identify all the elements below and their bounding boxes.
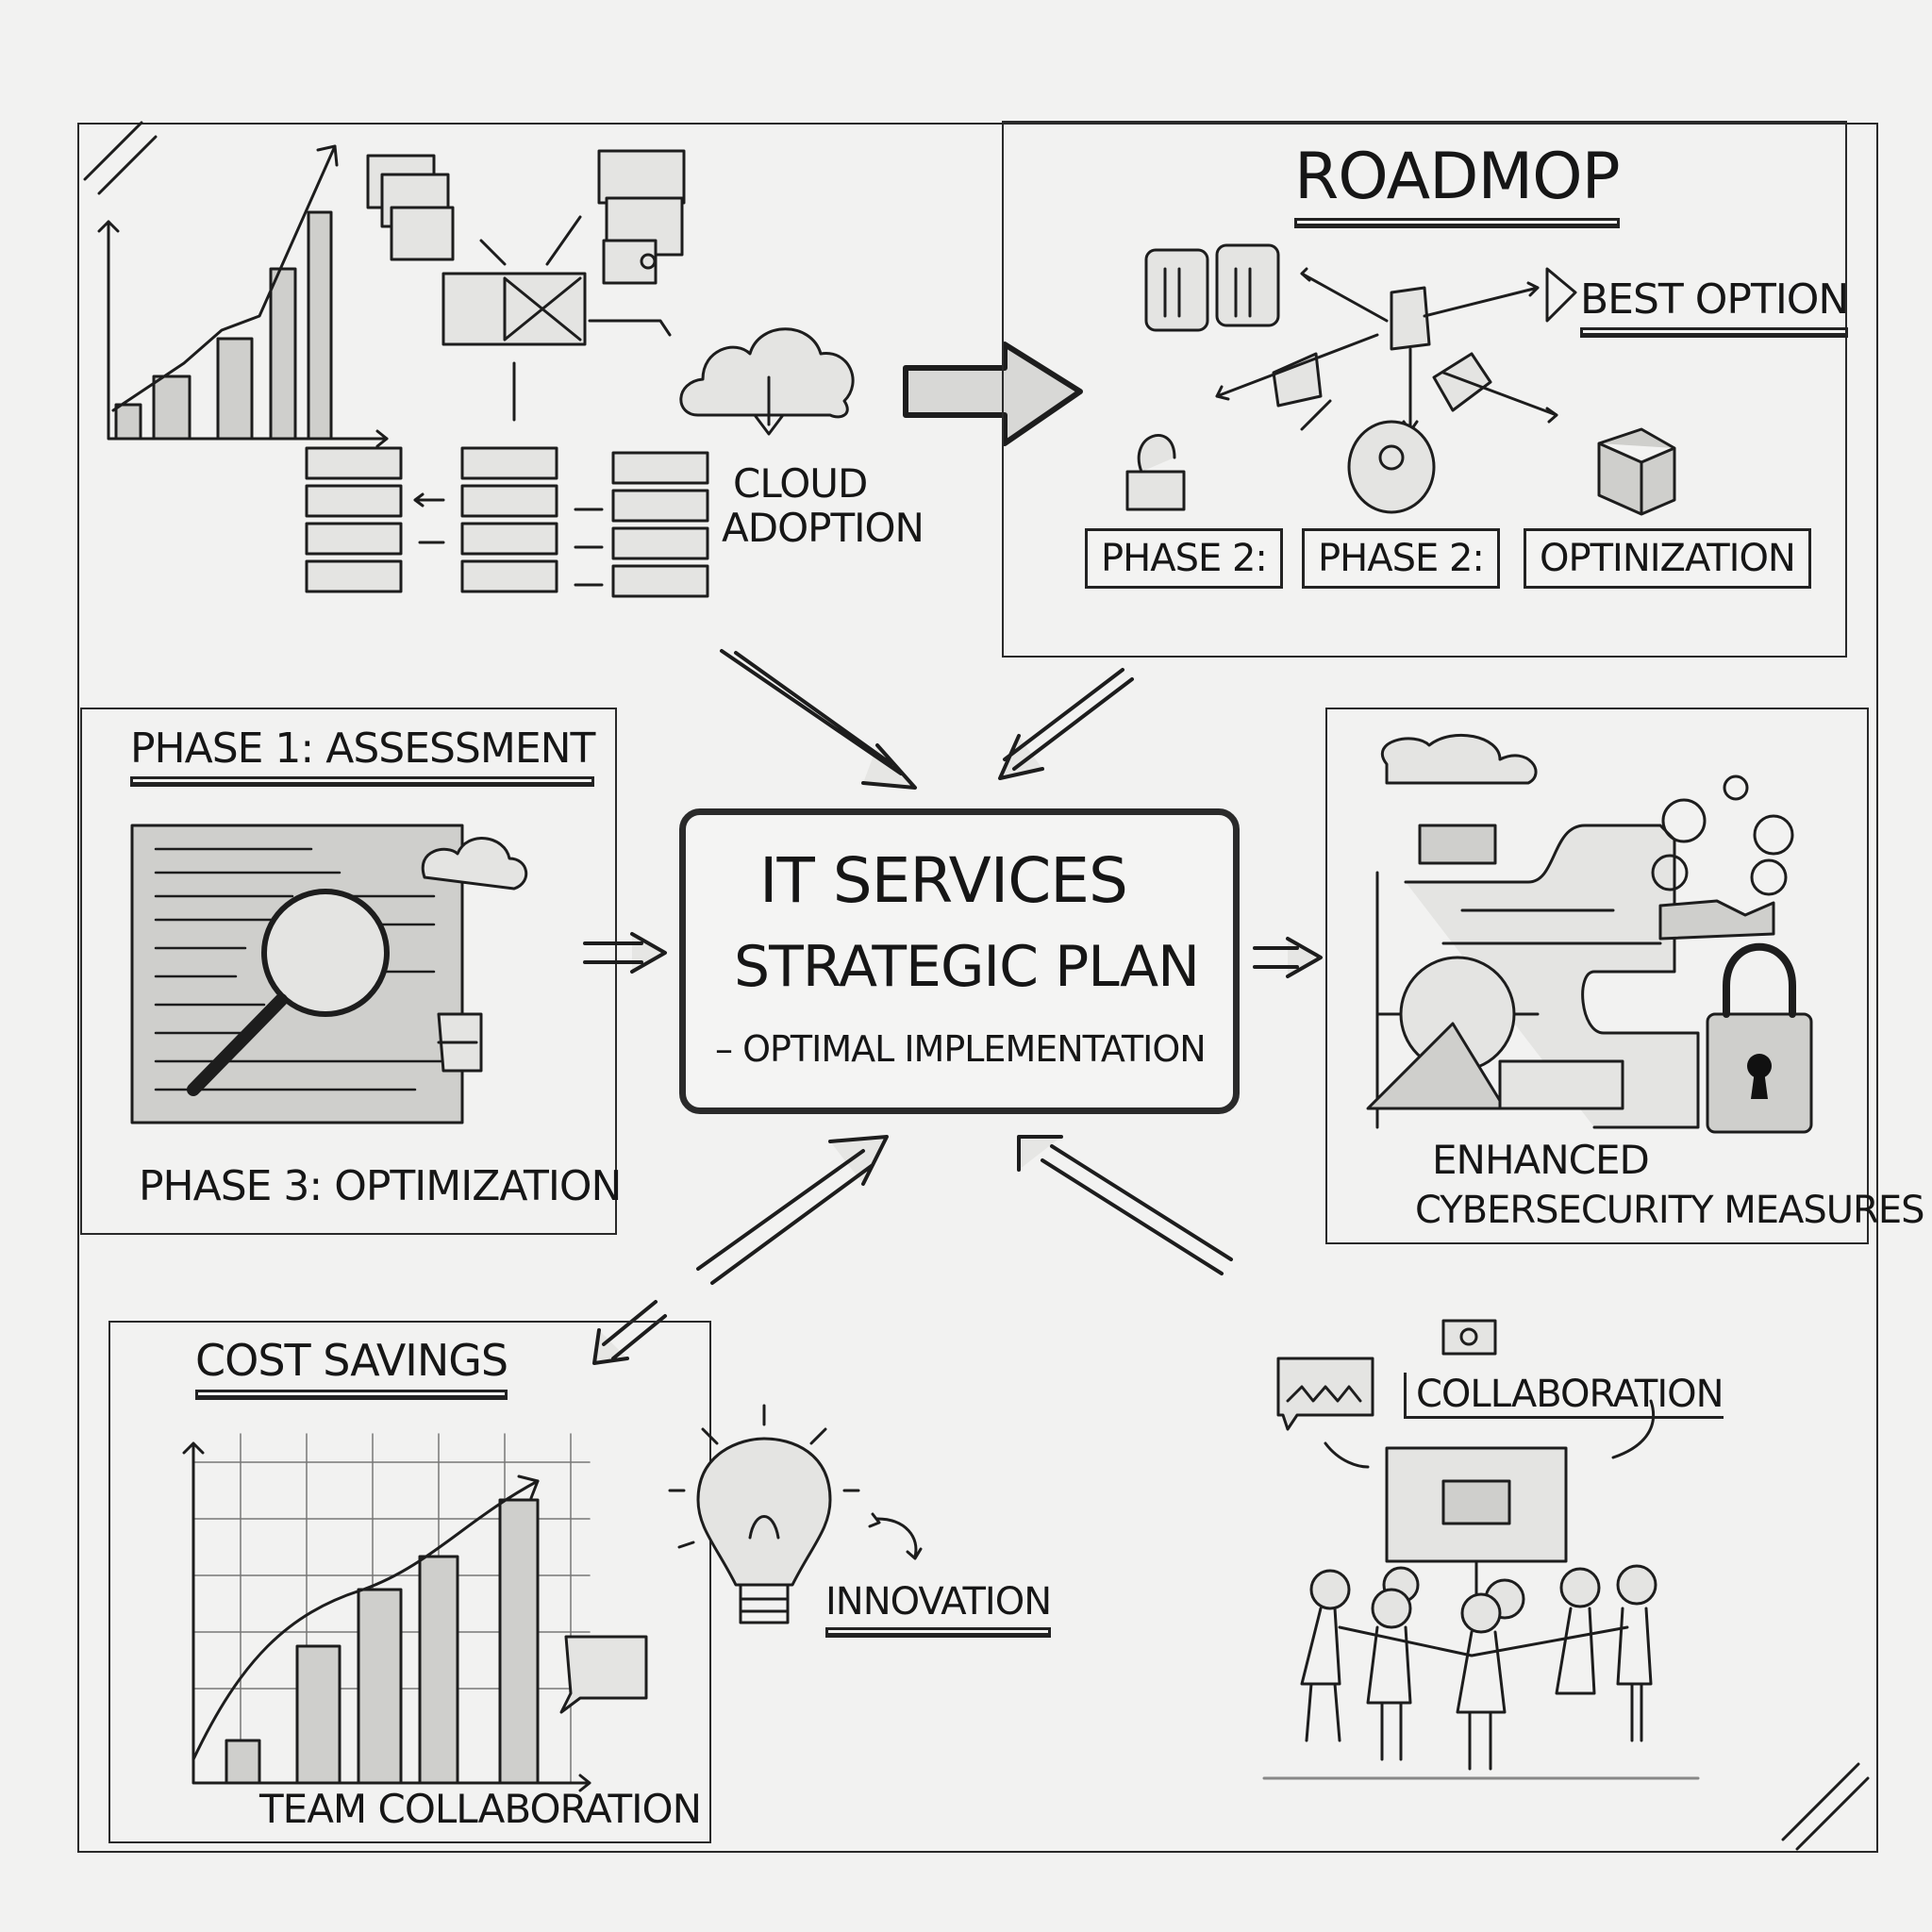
- innovation-label: Innovation: [825, 1580, 1052, 1630]
- cost-savings-chart-icon: [182, 1433, 648, 1792]
- center-plan-box: [679, 808, 1240, 1114]
- center-title-line1: IT Services: [759, 844, 1128, 917]
- cost-savings-footer: Team Collaboration: [259, 1786, 702, 1832]
- document-flow-icon: [366, 149, 686, 422]
- collaboration-illustration: [1262, 1319, 1700, 1780]
- roadmap-phase-box-2: Phase 2:: [1302, 528, 1500, 589]
- cloud-adoption-label-line1: Cloud: [733, 460, 868, 507]
- cybersecurity-illustration: [1366, 733, 1813, 1134]
- assessment-panel: [80, 708, 617, 1235]
- tape-corner-top-left: [83, 121, 158, 195]
- tape-corner-bottom-right: [1781, 1762, 1870, 1851]
- document-magnifier-icon: [130, 824, 528, 1124]
- play-flag-icon: [1545, 267, 1577, 323]
- cybersecurity-panel: [1325, 708, 1869, 1244]
- assessment-title: Phase 1: Assessment: [130, 724, 595, 779]
- best-option-label: Best option: [1580, 275, 1849, 330]
- outer-frame: [77, 123, 1878, 1853]
- cost-savings-panel: [108, 1321, 711, 1843]
- arrow-right-to-roadmap-icon: [903, 341, 1083, 446]
- cost-savings-title: Cost Savings: [195, 1335, 508, 1392]
- collaboration-label: Collaboration: [1404, 1373, 1724, 1419]
- cloud-download-icon: [679, 327, 855, 436]
- lightbulb-icon: [668, 1404, 923, 1624]
- roadmap-phase-box-1: Phase 2:: [1085, 528, 1283, 589]
- roadmap-phase-box-3: Optinization: [1524, 528, 1811, 589]
- roadmap-title: Roadmop: [1294, 140, 1621, 221]
- server-racks-icon: [305, 446, 709, 598]
- growth-bar-chart-icon: [97, 144, 389, 448]
- assessment-footer: Phase 3: Optimization: [139, 1162, 622, 1210]
- cloud-adoption-label-line2: Adoption: [722, 505, 924, 551]
- roadmap-panel: [1002, 121, 1847, 658]
- cybersecurity-label-line1: Enhanced: [1432, 1137, 1650, 1183]
- phase-icons: [1125, 420, 1676, 516]
- center-title-line2: Strategic Plan: [734, 934, 1200, 1000]
- center-subtitle: – Optimal Implementation: [715, 1028, 1207, 1070]
- cybersecurity-label-line2: Cybersecurity Measures: [1415, 1189, 1924, 1232]
